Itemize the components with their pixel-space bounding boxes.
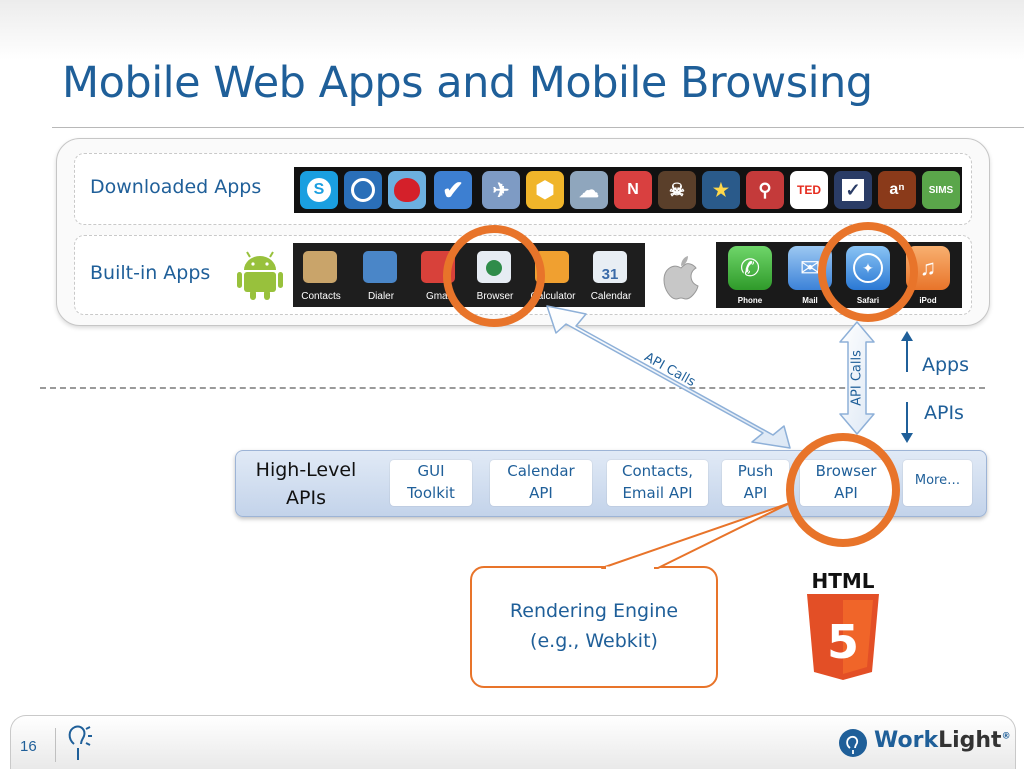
globe-icon: [477, 251, 511, 283]
api-calls-arrow-ios: [839, 321, 875, 435]
android-app-gmail[interactable]: Gmail: [411, 249, 467, 305]
ios-app-safari[interactable]: ✦ Safari: [844, 246, 892, 306]
check-app-icon[interactable]: ✔: [434, 171, 472, 209]
contacts-icon: [303, 251, 337, 283]
restroom-icon[interactable]: ⚲: [746, 171, 784, 209]
browser-api-box[interactable]: Browser API: [800, 460, 892, 506]
angry-birds-icon[interactable]: [388, 171, 426, 209]
footer-bar: [10, 715, 1016, 769]
ios-apps-strip: ✆ Phone ✉ Mail ✦ Safari ♫ iPod: [716, 242, 962, 308]
music-icon: ♫: [906, 246, 950, 290]
ios-app-phone[interactable]: ✆ Phone: [726, 246, 774, 306]
layer-separator: [40, 387, 985, 389]
more-apis-box[interactable]: More…: [903, 460, 972, 506]
android-app-browser[interactable]: Browser: [467, 249, 523, 305]
phone-icon: [363, 251, 397, 283]
apps-layer-label: Apps: [922, 354, 970, 376]
calendar-icon: 31: [593, 251, 627, 283]
calendar-api-box[interactable]: Calendar API: [490, 460, 592, 506]
high-level-apis-title: High-Level APIs: [255, 459, 357, 509]
mail-icon: ✉: [788, 246, 832, 290]
android-apps-strip: Contacts Dialer Gmail Browser Calculator…: [293, 243, 645, 307]
downloaded-apps-strip: S ✔ ✈ ⬢ ☁ N ☠ ★ ⚲ TED ✓ aⁿ SIMS: [294, 167, 962, 213]
worklight-brand: WorkLight®: [874, 728, 1011, 753]
skype-icon[interactable]: S: [300, 171, 338, 209]
pirate-game-icon[interactable]: ☠: [658, 171, 696, 209]
apis-layer-label: APIs: [924, 402, 964, 424]
compass-icon: ✦: [846, 246, 890, 290]
ios-app-ipod[interactable]: ♫ iPod: [904, 246, 952, 306]
slide-title: Mobile Web Apps and Mobile Browsing: [62, 58, 873, 108]
ios-app-mail[interactable]: ✉ Mail: [786, 246, 834, 306]
builtin-apps-label: Built-in Apps: [90, 262, 211, 284]
hexagon-app-icon[interactable]: ⬢: [526, 171, 564, 209]
checkbox-app-icon[interactable]: ✓: [834, 171, 872, 209]
footer-divider: [55, 728, 56, 762]
up-arrow-icon: [901, 331, 913, 372]
shazam-icon[interactable]: [344, 171, 382, 209]
api-calls-arrow-android: [546, 305, 791, 449]
rendering-engine-callout: Rendering Engine (e.g., Webkit): [470, 566, 718, 688]
phone-icon: ✆: [728, 246, 772, 290]
api-calls-label-left: API Calls: [642, 350, 698, 390]
calculator-icon: [535, 251, 569, 283]
html5-logo-icon: HTML 5: [807, 569, 879, 680]
mail-icon: [421, 251, 455, 283]
sims-icon[interactable]: SIMS: [922, 171, 960, 209]
page-number: 16: [20, 738, 37, 755]
an-app-icon[interactable]: aⁿ: [878, 171, 916, 209]
android-app-calendar[interactable]: 31 Calendar: [583, 249, 639, 305]
svg-text:HTML: HTML: [811, 569, 874, 593]
news-icon[interactable]: N: [614, 171, 652, 209]
svg-text:5: 5: [827, 615, 859, 669]
android-app-contacts[interactable]: Contacts: [293, 249, 349, 305]
downloaded-apps-label: Downloaded Apps: [90, 176, 262, 198]
push-api-box[interactable]: Push API: [722, 460, 789, 506]
api-calls-label-right: API Calls: [850, 350, 865, 406]
title-divider: [52, 127, 1024, 128]
android-app-calculator[interactable]: Calculator: [525, 249, 581, 305]
contacts-email-api-box[interactable]: Contacts, Email API: [607, 460, 708, 506]
android-app-dialer[interactable]: Dialer: [353, 249, 409, 305]
starry-app-icon[interactable]: ★: [702, 171, 740, 209]
down-arrow-icon: [901, 402, 913, 443]
top-gradient: [0, 0, 1024, 60]
plane-icon[interactable]: ✈: [482, 171, 520, 209]
weather-icon[interactable]: ☁: [570, 171, 608, 209]
gui-toolkit-box[interactable]: GUI Toolkit: [390, 460, 472, 506]
ted-icon[interactable]: TED: [790, 171, 828, 209]
